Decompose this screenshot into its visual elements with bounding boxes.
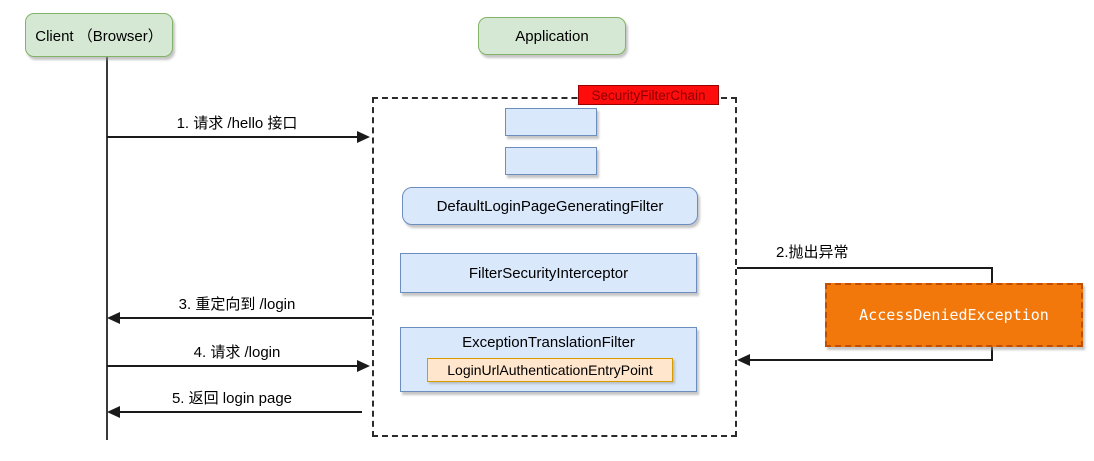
filter-box-unnamed-1 bbox=[505, 108, 597, 136]
message-4-label: 4. 请求 /login bbox=[193, 344, 281, 361]
default-login-page-generating-filter-label: DefaultLoginPageGeneratingFilter bbox=[436, 197, 664, 215]
message-2-line-top bbox=[737, 267, 993, 269]
message-5-arrowhead-icon bbox=[107, 406, 120, 418]
message-1-arrowhead-icon bbox=[357, 131, 370, 143]
message-2-label: 2.抛出异常 bbox=[776, 244, 849, 261]
client-actor-label: Client （Browser） bbox=[35, 27, 163, 45]
message-3-label: 3. 重定向到 /login bbox=[178, 296, 296, 313]
access-denied-exception-box: AccessDeniedException bbox=[825, 283, 1083, 347]
message-5-label: 5. 返回 login page bbox=[171, 390, 293, 407]
message-5-line bbox=[120, 411, 362, 413]
client-actor-box: Client （Browser） bbox=[25, 13, 173, 57]
filter-box-filter-security-interceptor: FilterSecurityInterceptor bbox=[400, 253, 697, 293]
security-filter-chain-boundary bbox=[372, 97, 737, 437]
message-1-line bbox=[107, 136, 359, 138]
message-4-line bbox=[107, 365, 359, 367]
message-1-label: 1. 请求 /hello 接口 bbox=[176, 115, 298, 132]
filter-box-unnamed-2 bbox=[505, 147, 597, 175]
filter-box-default-login-page-generating: DefaultLoginPageGeneratingFilter bbox=[402, 187, 698, 225]
access-denied-exception-label: AccessDeniedException bbox=[859, 306, 1049, 324]
message-3-line bbox=[120, 317, 372, 319]
security-filter-chain-label: SecurityFilterChain bbox=[578, 85, 719, 105]
login-url-authentication-entry-point-box: LoginUrlAuthenticationEntryPoint bbox=[427, 358, 673, 382]
filter-security-interceptor-label: FilterSecurityInterceptor bbox=[468, 264, 629, 282]
exception-translation-filter-label: ExceptionTranslationFilter bbox=[462, 334, 635, 351]
message-3-arrowhead-icon bbox=[107, 312, 120, 324]
application-actor-box: Application bbox=[478, 17, 626, 55]
message-4-arrowhead-icon bbox=[357, 360, 370, 372]
message-2-arrowhead-icon bbox=[737, 354, 750, 366]
application-actor-label: Application bbox=[515, 27, 589, 45]
login-url-authentication-entry-point-label: LoginUrlAuthenticationEntryPoint bbox=[447, 362, 653, 378]
client-lifeline bbox=[106, 57, 108, 440]
message-2-line-return bbox=[750, 359, 993, 361]
